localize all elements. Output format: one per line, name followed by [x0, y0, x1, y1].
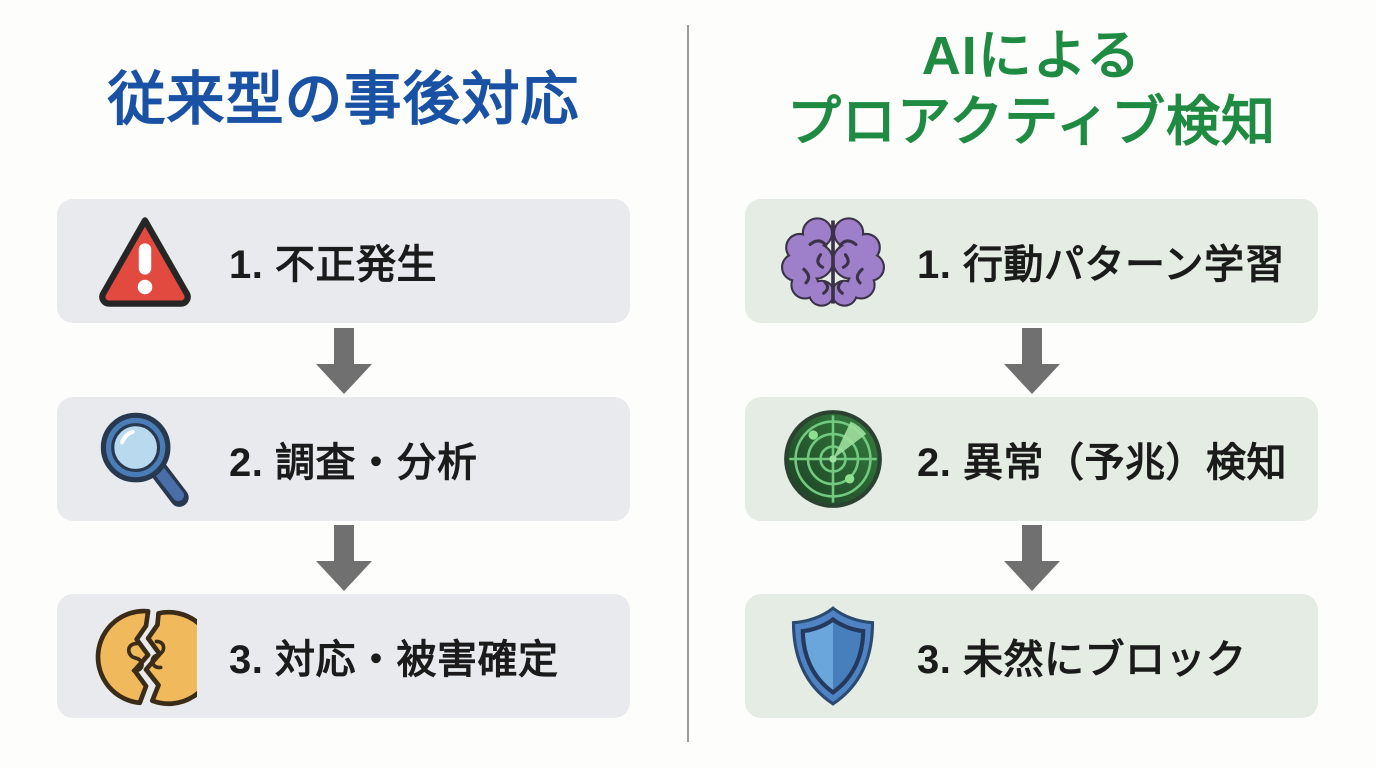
column-divider — [687, 25, 689, 742]
left-step-1-label: 1. 不正発生 — [229, 243, 437, 287]
magnifier-icon — [93, 407, 197, 511]
warning-icon — [93, 209, 197, 313]
brain-icon — [781, 209, 885, 313]
right-step-1-label: 1. 行動パターン学習 — [917, 243, 1285, 287]
right-step-3-label: 3. 未然にブロック — [917, 638, 1247, 682]
left-column-title: 従来型の事後対応 — [107, 67, 580, 132]
radar-icon — [781, 407, 885, 511]
down-arrow — [1004, 328, 1060, 394]
left-step-2-label: 2. 調査・分析 — [229, 441, 478, 485]
right-step-2-box: 2. 異常（予兆）検知 — [745, 397, 1318, 521]
down-arrow — [1004, 525, 1060, 591]
right-step-3-box: 3. 未然にブロック — [745, 594, 1318, 718]
down-arrow — [316, 525, 372, 591]
right-column-title-line1: AIによる — [921, 26, 1142, 86]
broken-coin-icon — [93, 604, 197, 708]
right-step-1-box: 1. 行動パターン学習 — [745, 199, 1318, 323]
left-step-3-label: 3. 対応・被害確定 — [229, 638, 559, 682]
down-arrow — [316, 328, 372, 394]
right-column-title-line2: プロアクティブ検知 — [786, 91, 1277, 152]
right-column-title: AIによる プロアクティブ検知 — [745, 24, 1318, 156]
left-step-2-box: 2. 調査・分析 — [57, 397, 630, 521]
right-step-2-label: 2. 異常（予兆）検知 — [917, 441, 1287, 485]
left-step-1-box: 1. 不正発生 — [57, 199, 630, 323]
left-step-3-box: 3. 対応・被害確定 — [57, 594, 630, 718]
shield-icon — [781, 604, 885, 708]
